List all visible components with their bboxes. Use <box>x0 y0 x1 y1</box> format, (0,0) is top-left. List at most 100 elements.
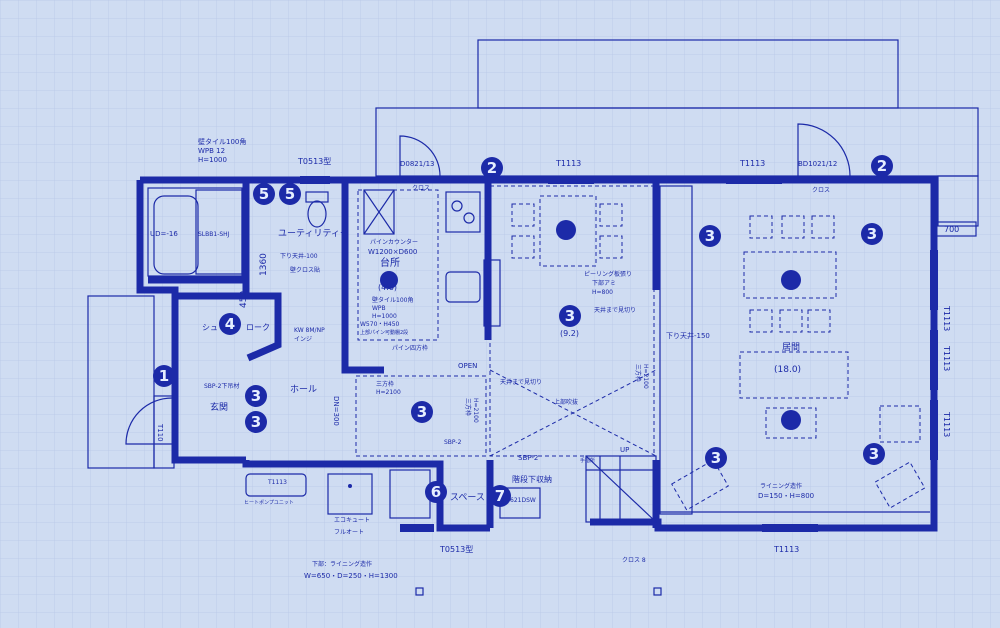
three-door-v2-label: 三方枠 <box>634 364 642 382</box>
three-door-v2h-label: H=2100 <box>642 364 649 389</box>
bathroom <box>147 187 243 277</box>
svg-text:2: 2 <box>487 159 497 177</box>
wall-height-label: H=1000 <box>198 156 227 164</box>
badge-3-living-br: 3 <box>863 443 885 465</box>
handrail-label: 手摺所 <box>580 457 595 464</box>
t0513-bottom-label: T0513型 <box>439 545 473 554</box>
t1113-right1-label: T1113 <box>942 305 951 331</box>
labels: 壁タイル100角 WPB 12 H=1000 T0513型 D0821/13 T… <box>150 137 959 580</box>
living-furniture <box>671 215 926 511</box>
living-label: 居間 <box>782 342 800 353</box>
three-door-h-label: H=2100 <box>376 389 401 396</box>
svg-text:4: 4 <box>225 315 235 333</box>
badge-1: 1 <box>153 365 175 387</box>
utility-label: ユーティリティー <box>278 228 349 239</box>
three-door-v1-label: 三方枠 <box>464 398 472 416</box>
d0821-label: D0821/13 <box>400 160 434 168</box>
badge-2a: 2 <box>481 157 503 179</box>
hatched-column <box>659 185 693 515</box>
lining-label: ライニング造作 <box>760 482 802 490</box>
svg-text:3: 3 <box>869 445 879 463</box>
svg-text:3: 3 <box>711 449 721 467</box>
staircase <box>585 455 657 523</box>
cross-small-label: 壁クロス貼 <box>290 266 320 274</box>
marker-right <box>653 587 662 596</box>
lower-size-label: W=650・D=250・H=1300 <box>304 572 398 580</box>
deck <box>375 39 979 237</box>
badge-3-center: 3 <box>411 401 433 423</box>
badge-7: 7 <box>489 485 511 507</box>
wall-tile-label: 壁タイル100角 <box>198 137 246 146</box>
badges: 5 5 2 2 3 3 3 4 1 3 3 3 3 3 6 7 <box>153 155 893 507</box>
hall-label: ホール <box>290 384 317 395</box>
ceiling-cut-label: 天井まで見切り <box>594 306 636 314</box>
svg-text:3: 3 <box>251 413 261 431</box>
ceiling-cut2-label: 天井まで見切り <box>500 378 542 386</box>
shoe-closet-label: シュ <box>202 323 218 332</box>
kw-label: KW 8M/NP <box>294 327 325 334</box>
marker-left <box>415 587 424 596</box>
stair-storage-label: 階段下収納 <box>512 474 552 484</box>
badge-3-living-bl: 3 <box>705 447 727 469</box>
cross-top-label: クロス <box>412 185 430 192</box>
three-door-v1h-label: H=2100 <box>472 398 479 423</box>
lower-lining-label: 下部：ライニング造作 <box>312 560 372 568</box>
pine-frame-label: パイン四方枠 <box>392 344 428 352</box>
kitchen-w-label: W570・H450 <box>360 321 400 328</box>
badge-3-dining: 3 <box>559 305 581 327</box>
dim-700-label: 700 <box>944 225 959 234</box>
badge-5a: 5 <box>253 183 275 205</box>
svg-text:5: 5 <box>259 185 269 203</box>
living-size-label: (18.0) <box>774 365 801 375</box>
open-label: OPEN <box>458 362 477 370</box>
cross-8-label: クロス 8 <box>622 557 646 564</box>
kitchen-fixtures <box>357 189 501 341</box>
svg-text:5: 5 <box>285 185 295 203</box>
badge-3-living-tr: 3 <box>861 223 883 245</box>
badge-5b: 5 <box>279 183 301 205</box>
badge-3-living-tl: 3 <box>699 225 721 247</box>
kitchen-h-label: H=1000 <box>372 313 397 320</box>
t1113-right2-label: T1113 <box>942 345 951 371</box>
bath-code-label: UD=-16 <box>150 230 178 238</box>
dim-450-label: 450 <box>239 291 249 308</box>
dining-size-label: (9.2) <box>560 329 579 338</box>
kitchen-size-label: (4.6) <box>378 283 397 292</box>
svg-text:2: 2 <box>877 157 887 175</box>
badge-2b: 2 <box>871 155 893 177</box>
light-fixtures <box>380 220 801 430</box>
badge-3-hall-b: 3 <box>245 411 267 433</box>
space-label: スペース <box>450 493 485 503</box>
cross-top2-label: クロス <box>812 187 830 194</box>
badge-3-hall-a: 3 <box>245 385 267 407</box>
sbp2-right-label: SBP-2 <box>518 454 538 462</box>
eco-cute-label: エコキュート <box>334 517 370 524</box>
svg-text:3: 3 <box>867 225 877 243</box>
full-auto-label: フルオート <box>334 529 364 536</box>
openings <box>125 123 938 532</box>
up-label: UP <box>620 446 629 454</box>
kitchen-pine-label: 上部パイン可動棚2段 <box>360 329 408 336</box>
sbp2-left-label: SBP-2下吊材 <box>204 382 239 390</box>
t110-label: T110 <box>156 423 164 442</box>
t1113-front-label: T1113 <box>267 479 287 486</box>
three-door-label: 三方枠 <box>376 380 394 388</box>
svg-text:3: 3 <box>705 227 715 245</box>
dn300-label: DN=300 <box>332 396 340 426</box>
bd1021-label: BD1021/12 <box>798 160 837 168</box>
t1113-b-label: T1113 <box>739 159 765 168</box>
dining-furniture <box>511 195 623 267</box>
wall-wpb-label: WPB 12 <box>198 147 225 155</box>
t1113-bottom-label: T1113 <box>773 545 799 554</box>
construction-lines <box>355 185 930 513</box>
svg-text:3: 3 <box>565 307 575 325</box>
ceiling-150-label: 下り天井-150 <box>666 331 710 340</box>
kw2-label: インジ <box>294 336 312 343</box>
pine-counter-label: パインカウンター <box>370 238 418 246</box>
t1113-a-label: T1113 <box>555 159 581 168</box>
heat-pump-label: ヒートポンプユニット <box>244 499 294 506</box>
t1113-right3-label: T1113 <box>942 411 951 437</box>
svg-text:1: 1 <box>159 367 169 385</box>
ceiling-h800-label: H=800 <box>592 289 613 296</box>
